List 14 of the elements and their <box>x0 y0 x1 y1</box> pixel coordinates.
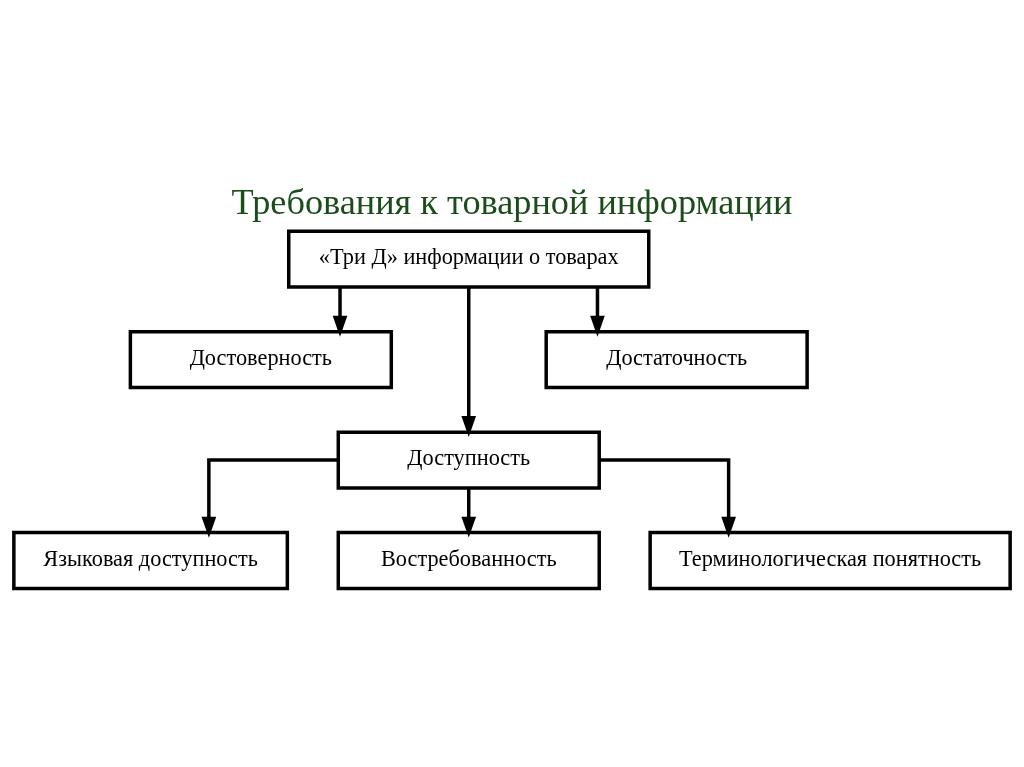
node-box: Достаточность <box>544 329 809 389</box>
node-box: Достоверность <box>128 329 394 389</box>
arrow <box>599 457 736 538</box>
arrow <box>201 457 339 538</box>
diagram-title: Требования к товарной информации <box>231 181 793 222</box>
node-box: Доступность <box>336 429 601 490</box>
arrow <box>332 286 348 337</box>
node-box: Языковая доступность <box>12 530 290 590</box>
node-box: Востребованность <box>336 530 601 590</box>
node-box: Терминологическая понятность <box>648 530 1012 590</box>
node-box: «Три Д» информации о товарах <box>287 228 651 289</box>
arrow <box>461 487 477 538</box>
arrow <box>461 286 477 437</box>
arrow <box>590 286 605 337</box>
